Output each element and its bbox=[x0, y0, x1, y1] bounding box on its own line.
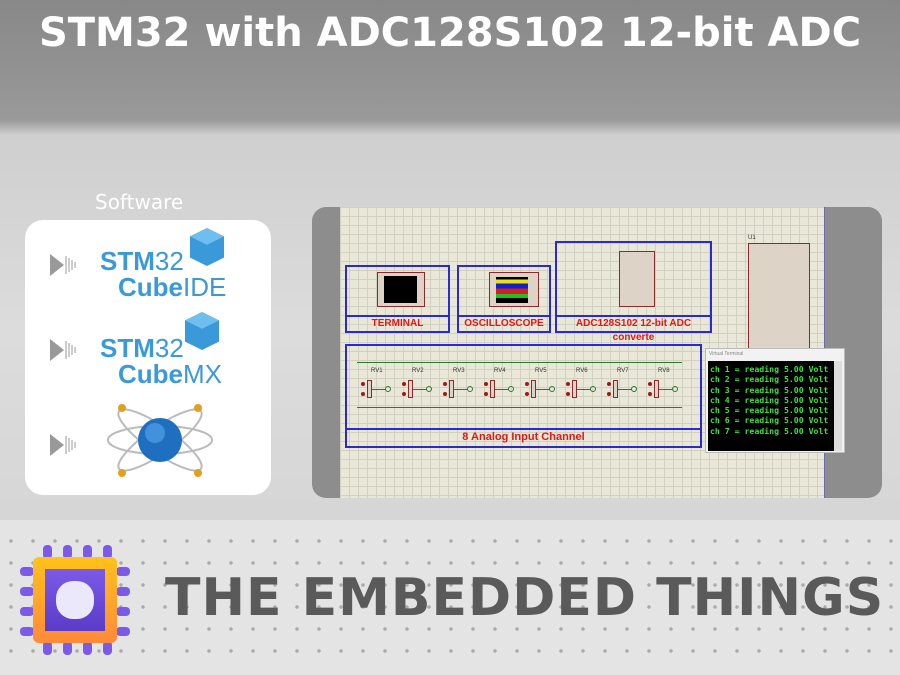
terminal-label: TERMINAL bbox=[347, 315, 448, 331]
analog-label: 8 Analog Input Channel bbox=[347, 428, 700, 446]
terminal-line: ch 1 = reading 5.00 Volt bbox=[710, 364, 829, 374]
play-arrow-icon bbox=[50, 434, 76, 456]
potentiometer: RV2 bbox=[402, 368, 436, 404]
stm32-mcu-chip bbox=[748, 243, 810, 363]
brain-icon bbox=[56, 581, 94, 619]
terminal-block: TERMINAL bbox=[345, 265, 450, 333]
brand-name: THE EMBEDDED THINGS bbox=[165, 568, 885, 628]
pot-label: RV6 bbox=[576, 368, 588, 374]
adc-label: ADC128S102 12-bit ADC converte bbox=[557, 315, 710, 343]
pot-label: RV5 bbox=[535, 368, 547, 374]
pot-label: RV1 bbox=[371, 368, 383, 374]
cube-icon bbox=[185, 312, 219, 350]
mcu-ref: U1 bbox=[748, 235, 756, 241]
analog-input-block: RV1 RV2 RV3 RV4 RV5 RV6 RV7 RV8 8 Analog Input … bbox=[345, 344, 702, 448]
play-arrow-icon bbox=[50, 254, 76, 276]
terminal-line: ch 6 = reading 5.00 Volt bbox=[710, 415, 829, 426]
adc-block: ADC128S102 12-bit ADC converte bbox=[555, 241, 712, 343]
stm32cubemx-logo: STM32 CubeMX bbox=[100, 333, 222, 389]
virtual-terminal-window: Virtual Terminal ch 1 = reading 5.00 Vol… bbox=[705, 348, 845, 453]
potentiometer: RV6 bbox=[566, 368, 600, 404]
terminal-line: ch 3 = reading 5.00 Volt bbox=[710, 384, 829, 395]
oscilloscope-block: OSCILLOSCOPE bbox=[457, 265, 551, 333]
terminal-line: ch 5 = reading 5.00 Volt bbox=[710, 405, 829, 416]
dot-pattern bbox=[0, 530, 900, 660]
adc128s102-chip bbox=[619, 251, 655, 307]
schematic-panel: TERMINAL OSCILLOSCOPE ADC128S102 12-bit … bbox=[312, 207, 882, 498]
cube-icon bbox=[190, 228, 224, 266]
virtual-terminal-output: ch 1 = reading 5.00 Volt ch 2 = reading … bbox=[708, 361, 834, 451]
pot-label: RV8 bbox=[658, 368, 670, 374]
software-label: Software bbox=[95, 190, 184, 214]
pot-label: RV4 bbox=[494, 368, 506, 374]
potentiometer: RV8 bbox=[648, 368, 682, 404]
potentiometer: RV4 bbox=[484, 368, 518, 404]
page-title: STM32 with ADC128S102 12-bit ADC bbox=[38, 10, 862, 56]
terminal-line: ch 7 = reading 5.00 Volt bbox=[710, 425, 829, 436]
oscilloscope-label: OSCILLOSCOPE bbox=[459, 315, 549, 331]
potentiometer: RV1 bbox=[361, 368, 395, 404]
potentiometer: RV3 bbox=[443, 368, 477, 404]
pot-label: RV3 bbox=[453, 368, 465, 374]
potentiometer: RV5 bbox=[525, 368, 559, 404]
potentiometer: RV7 bbox=[607, 368, 641, 404]
virtual-terminal-title: Virtual Terminal bbox=[709, 351, 744, 357]
play-arrow-icon bbox=[50, 339, 76, 361]
terminal-line: ch 2 = reading 5.00 Volt bbox=[710, 374, 829, 385]
software-card: STM32 CubeIDE STM32 CubeMX bbox=[25, 220, 271, 495]
virtual-terminal-component bbox=[377, 272, 425, 307]
oscilloscope-component bbox=[489, 272, 539, 307]
pot-label: RV7 bbox=[617, 368, 629, 374]
terminal-scrollbar[interactable] bbox=[834, 361, 842, 451]
terminal-line: ch 4 = reading 5.00 Volt bbox=[710, 394, 829, 405]
pot-label: RV2 bbox=[412, 368, 424, 374]
stm32cubeide-logo: STM32 CubeIDE bbox=[100, 246, 227, 302]
proteus-logo-icon bbox=[107, 404, 213, 477]
